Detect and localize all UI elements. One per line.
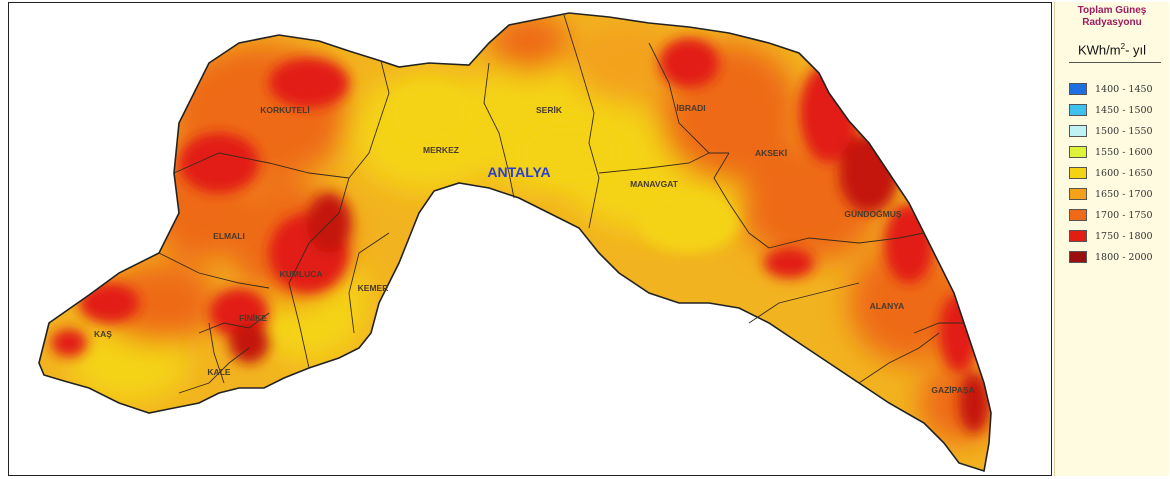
legend-title-line2: Radyasyonu [1082, 17, 1142, 28]
district-label: MERKEZ [423, 145, 459, 155]
legend-unit-tail: - yıl [1125, 42, 1147, 58]
legend-swatch [1069, 125, 1087, 137]
map-frame: KORKUTELİ MERKEZ SERİK İBRADI AKSEKİ MANAVGAT… [8, 2, 1052, 476]
legend-swatch [1069, 104, 1087, 116]
province-outline [38, 12, 992, 473]
legend-row: 1450 - 1500 [1069, 103, 1153, 117]
district-label: ALANYA [870, 301, 905, 311]
legend-range-label: 1500 - 1550 [1095, 125, 1153, 137]
legend-range-label: 1700 - 1750 [1095, 209, 1153, 221]
legend-swatch [1069, 230, 1087, 242]
legend-row: 1500 - 1550 [1069, 124, 1153, 138]
district-label: KORKUTELİ [260, 105, 310, 115]
district-label: ELMALI [213, 231, 245, 241]
district-label: KALE [207, 367, 230, 377]
legend-row: 1550 - 1600 [1069, 145, 1153, 159]
solar-radiation-map[interactable]: KORKUTELİ MERKEZ SERİK İBRADI AKSEKİ MANAVGAT… [9, 3, 1051, 475]
district-label: KUMLUCA [280, 269, 323, 279]
legend-unit-superscript: 2 [1120, 42, 1126, 51]
legend-swatch [1069, 209, 1087, 221]
district-borders [158, 14, 964, 394]
legend-swatch [1069, 251, 1087, 263]
district-label: SERİK [536, 105, 563, 115]
legend-row: 1600 - 1650 [1069, 166, 1153, 180]
legend-divider [1069, 62, 1161, 63]
district-label: FİNİKE [239, 313, 267, 323]
district-label: MANAVGAT [630, 179, 679, 189]
legend-swatch [1069, 146, 1087, 158]
legend-panel: Toplam Güneş Radyasyonu KWh/m2- yıl 1400… [1054, 2, 1169, 476]
legend-row: 1750 - 1800 [1069, 229, 1153, 243]
district-label: KAŞ [94, 329, 112, 339]
district-label: GAZİPAŞA [931, 385, 974, 395]
district-label: İBRADI [676, 103, 705, 113]
legend-range-label: 1450 - 1500 [1095, 104, 1153, 116]
district-label: KEMER [358, 283, 389, 293]
legend-range-label: 1550 - 1600 [1095, 146, 1153, 158]
legend-range-label: 1800 - 2000 [1095, 251, 1153, 263]
legend-swatch [1069, 167, 1087, 179]
district-label: AKSEKİ [755, 148, 787, 158]
city-label: ANTALYA [487, 164, 550, 180]
legend-title-line1: Toplam Güneş [1077, 5, 1147, 16]
legend-row: 1800 - 2000 [1069, 250, 1153, 264]
legend-swatch [1069, 188, 1087, 200]
legend-row: 1700 - 1750 [1069, 208, 1153, 222]
legend-range-label: 1650 - 1700 [1095, 188, 1153, 200]
legend-range-label: 1400 - 1450 [1095, 83, 1153, 95]
legend-unit: KWh/m2- yıl [1055, 42, 1169, 57]
legend-row: 1400 - 1450 [1069, 82, 1153, 96]
legend-swatch [1069, 83, 1087, 95]
legend-unit-main: KWh/m [1077, 42, 1121, 58]
legend-range-label: 1600 - 1650 [1095, 167, 1153, 179]
legend-range-label: 1750 - 1800 [1095, 230, 1153, 242]
legend-row: 1650 - 1700 [1069, 187, 1153, 201]
district-label: GÜNDOĞMUŞ [844, 208, 901, 219]
